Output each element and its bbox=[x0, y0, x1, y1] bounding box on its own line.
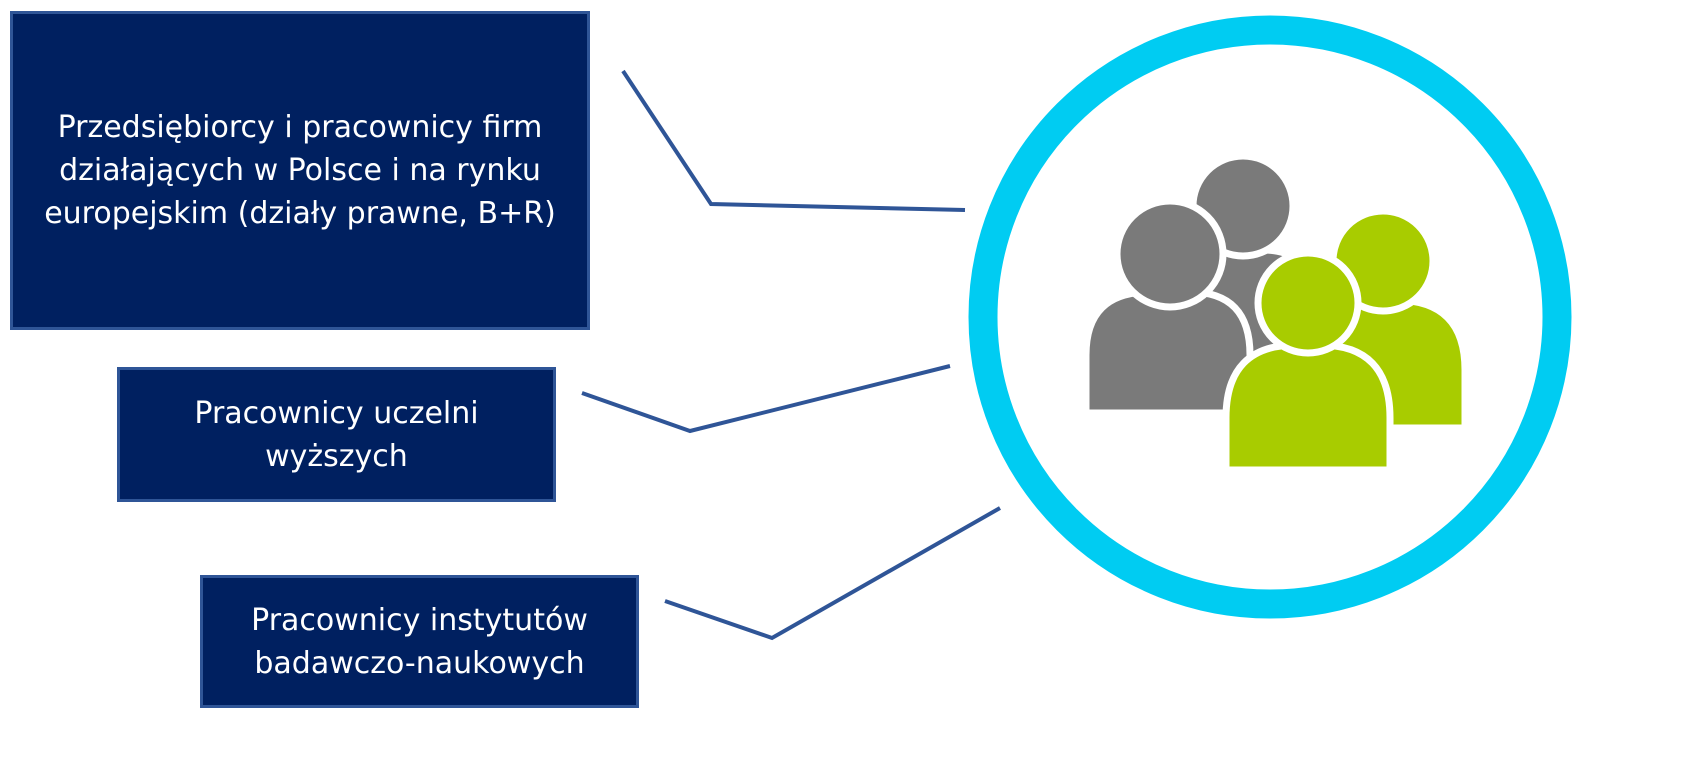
people-group-icon bbox=[1082, 152, 1469, 474]
audience-box-businesses: Przedsiębiorcy i pracownicy firm działaj… bbox=[10, 11, 590, 330]
audience-box-university-staff-label: Pracownicy uczelni wyższych bbox=[194, 395, 479, 474]
connector-1 bbox=[621, 69, 966, 212]
person-icon-front-green bbox=[1222, 249, 1394, 474]
connector-2 bbox=[581, 364, 951, 434]
audience-box-businesses-label: Przedsiębiorcy i pracownicy firm działaj… bbox=[44, 110, 556, 231]
audience-box-research-institutes: Pracownicy instytutów badawczo-naukowych bbox=[200, 575, 639, 708]
audience-box-research-institutes-label: Pracownicy instytutów badawczo-naukowych bbox=[251, 602, 588, 681]
audience-box-university-staff: Pracownicy uczelni wyższych bbox=[117, 367, 556, 502]
person-icon-front-gray bbox=[1082, 197, 1254, 417]
connector-3 bbox=[664, 506, 1001, 641]
